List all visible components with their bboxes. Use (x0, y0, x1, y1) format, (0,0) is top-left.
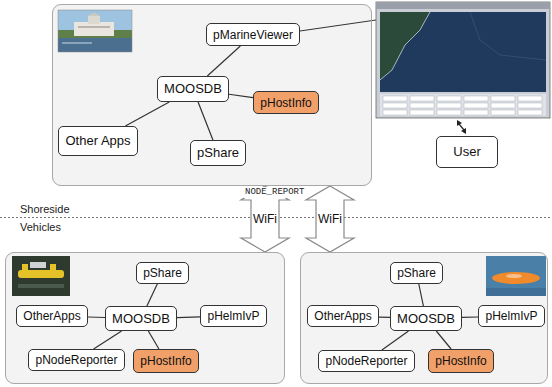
connector (147, 284, 157, 306)
connector (436, 331, 451, 349)
node-label: pHelmIvP (207, 309, 259, 323)
connector (148, 331, 159, 349)
process-box: OtherApps (16, 305, 88, 327)
node-label: pNodeReporter (35, 353, 117, 367)
connector (229, 94, 253, 97)
viewer-screenshot (376, 2, 550, 118)
node-label: pMarineViewer (213, 28, 293, 42)
process-box: pHelmIvP (478, 305, 545, 327)
panel-ground (5, 252, 285, 384)
connector (379, 317, 390, 318)
connector (462, 316, 478, 317)
node-label: pHostInfo (260, 96, 311, 110)
vehicle-panel: pShareOtherApps MOOSDB pHelmIvP pNodeReport… (300, 252, 548, 384)
process-box: pNodeReporter (318, 350, 415, 372)
process-box: pHostInfo (428, 349, 494, 373)
process-box: pHostInfo (253, 91, 319, 114)
node-label: pNodeReporter (325, 354, 407, 368)
process-box: pHelmIvP (200, 305, 267, 327)
node-label: MOOSDB (112, 312, 170, 326)
edge-label: WiFi (252, 212, 278, 226)
node-label: MOOSDB (164, 82, 222, 96)
process-box: pNodeReporter (28, 349, 125, 371)
connector (125, 102, 169, 126)
node-label: OtherApps (23, 309, 80, 323)
process-box: OtherApps (307, 305, 379, 327)
panel-ground (52, 4, 372, 186)
node-label: OtherApps (314, 309, 371, 323)
process-box: pMarineViewer (206, 23, 300, 46)
signal-name: NODE_REPORT (244, 187, 305, 198)
building-photo (58, 10, 132, 52)
node-label: pShare (143, 266, 182, 280)
panel-ground (300, 252, 548, 384)
connector (177, 316, 200, 318)
node-label: User (453, 145, 480, 159)
node-label: MOOSDB (397, 312, 455, 326)
connector (207, 46, 240, 76)
vehicle-photo (12, 256, 70, 296)
connector (198, 102, 213, 140)
user-box: User (436, 136, 498, 168)
wifi-link (306, 186, 354, 252)
node-label: Other Apps (65, 134, 130, 148)
process-box: pShare (136, 262, 189, 284)
node-label: pHostInfo (140, 354, 191, 368)
vehicle-photo (486, 256, 546, 296)
database-box: MOOSDB (157, 76, 229, 102)
region-label: Shoreside (20, 203, 70, 216)
edge-label: WiFi (317, 212, 343, 226)
node-label: pHelmIvP (485, 309, 537, 323)
shoreside-panel: pMarineViewerMOOSDB pHostInfoOther Apps pS… (52, 4, 372, 186)
process-box: Other Apps (58, 126, 138, 156)
connector (94, 331, 122, 349)
connector (88, 317, 105, 318)
process-box: pHostInfo (133, 349, 199, 373)
region-label: Vehicles (20, 221, 61, 234)
vehicle-panel: pShareOtherApps MOOSDB pHelmIvP pNodeReport… (5, 252, 285, 384)
node-label: pHostInfo (435, 354, 486, 368)
process-box: pShare (390, 262, 443, 284)
display-line (300, 20, 376, 31)
connector (419, 284, 424, 306)
node-label: pShare (397, 266, 436, 280)
database-box: MOOSDB (390, 306, 462, 331)
user-arrow (457, 120, 466, 134)
database-box: MOOSDB (105, 306, 177, 331)
connector (382, 331, 409, 350)
process-box: pShare (190, 140, 246, 166)
node-label: pShare (197, 146, 239, 160)
